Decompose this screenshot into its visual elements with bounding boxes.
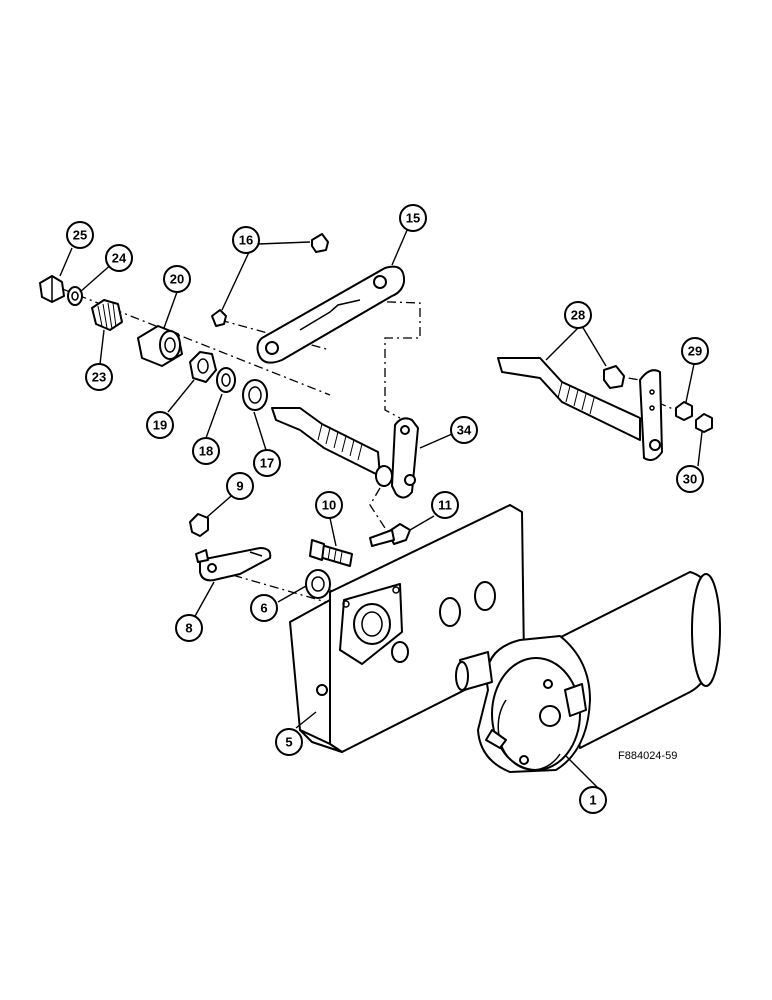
part-29-nut xyxy=(675,401,693,421)
part-5-mounting-bracket xyxy=(289,504,525,753)
callout-6: 6 xyxy=(250,594,278,622)
callout-17-label: 17 xyxy=(260,456,274,471)
callout-9: 9 xyxy=(226,472,254,500)
part-11-screw xyxy=(369,523,411,547)
figure-code: F884024-59 xyxy=(618,750,677,762)
callout-20: 20 xyxy=(163,265,191,293)
part-20-bushing xyxy=(137,325,183,367)
callout-15-label: 15 xyxy=(406,211,420,226)
callout-28-label: 28 xyxy=(571,308,585,323)
callout-9-label: 9 xyxy=(236,479,243,494)
callout-15: 15 xyxy=(399,204,427,232)
part-34-pivot-shaft xyxy=(271,407,419,499)
callout-24: 24 xyxy=(105,244,133,272)
callout-5: 5 xyxy=(275,728,303,756)
part-25-cap-nut xyxy=(39,275,65,303)
callout-24-label: 24 xyxy=(112,251,127,266)
part-16-clip-lower xyxy=(211,309,227,327)
callout-30-label: 30 xyxy=(683,472,697,487)
callout-25-label: 25 xyxy=(73,228,87,243)
callout-19-label: 19 xyxy=(153,418,167,433)
callout-23: 23 xyxy=(85,363,113,391)
callout-1-label: 1 xyxy=(589,793,596,808)
callout-34-label: 34 xyxy=(457,423,472,438)
part-23-collet xyxy=(91,299,123,331)
part-19-hex-nut xyxy=(189,351,217,383)
part-16-clip-upper xyxy=(311,233,329,253)
callout-28: 28 xyxy=(564,301,592,329)
callout-18: 18 xyxy=(192,437,220,465)
part-15-link-arm xyxy=(256,265,406,364)
callout-30: 30 xyxy=(676,465,704,493)
callout-16-label: 16 xyxy=(239,233,253,248)
part-28-pivot-shaft xyxy=(497,357,663,461)
callout-20-label: 20 xyxy=(170,272,184,287)
callout-8: 8 xyxy=(175,614,203,642)
callout-10: 10 xyxy=(315,491,343,519)
callout-11: 11 xyxy=(431,491,459,519)
callout-6-label: 6 xyxy=(260,601,267,616)
part-17-washer xyxy=(242,379,268,411)
callout-5-label: 5 xyxy=(285,735,292,750)
part-24-washer xyxy=(67,286,83,306)
callout-10-label: 10 xyxy=(322,498,336,513)
callout-18-label: 18 xyxy=(199,444,213,459)
part-10-bolt xyxy=(309,539,353,567)
part-30-nut xyxy=(695,413,713,433)
part-9-nut xyxy=(189,513,209,537)
callout-16: 16 xyxy=(232,226,260,254)
callout-19: 19 xyxy=(146,411,174,439)
part-8-strap xyxy=(195,547,272,582)
callout-17: 17 xyxy=(253,449,281,477)
callout-1: 1 xyxy=(579,786,607,814)
part-1-wiper-motor xyxy=(455,571,721,773)
part-18-washer xyxy=(216,367,236,393)
callout-8-label: 8 xyxy=(185,621,192,636)
callout-25: 25 xyxy=(66,221,94,249)
callout-11-label: 11 xyxy=(438,498,452,513)
callout-34: 34 xyxy=(450,416,478,444)
callout-29-label: 29 xyxy=(688,344,702,359)
callout-23-label: 23 xyxy=(92,370,106,385)
part-6-washer xyxy=(305,569,331,599)
callout-29: 29 xyxy=(681,337,709,365)
